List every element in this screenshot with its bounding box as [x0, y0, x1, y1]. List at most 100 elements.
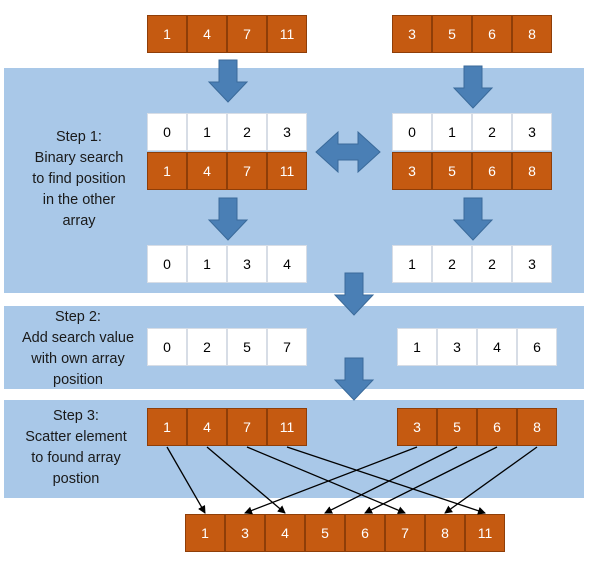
result-cell: 0 [147, 328, 187, 366]
scatter-line [324, 446, 458, 514]
step1-label-line: in the other [42, 192, 116, 208]
result-cell: 1 [392, 245, 432, 283]
step1-label-line: array [62, 213, 96, 229]
down-arrow-icon [452, 65, 494, 109]
step1-label-line: to find position [32, 171, 126, 187]
scatter-line [244, 446, 418, 515]
step2-label-line: Add search value [21, 330, 135, 346]
search-result-a: 0 1 3 4 [147, 245, 307, 283]
output-cell: 11 [465, 514, 505, 552]
scatter-line [206, 446, 286, 514]
array-cell: 6 [472, 152, 512, 190]
scatter-line [364, 446, 498, 514]
result-cell: 3 [227, 245, 267, 283]
index-cell: 1 [187, 113, 227, 151]
scatter-line [166, 446, 206, 514]
step3-label-line: postion [52, 471, 100, 487]
result-cell: 1 [187, 245, 227, 283]
step1-label: Step 1: Binary search to find position i… [10, 127, 148, 232]
array-cell: 11 [267, 15, 307, 53]
result-cell: 0 [147, 245, 187, 283]
array-cell: 7 [227, 15, 267, 53]
result-cell: 3 [512, 245, 552, 283]
result-cell: 3 [437, 328, 477, 366]
scatter-line [246, 446, 406, 514]
search-result-b: 1 2 2 3 [392, 245, 552, 283]
array-cell: 3 [392, 15, 432, 53]
array-cell: 4 [187, 152, 227, 190]
step3-label-line: Step 3: [53, 408, 99, 424]
index-cell: 1 [432, 113, 472, 151]
array-cell: 6 [472, 15, 512, 53]
step1-label-line: Binary search [34, 150, 124, 166]
index-cell: 0 [392, 113, 432, 151]
array-cell: 1 [147, 152, 187, 190]
down-arrow-icon [452, 197, 494, 241]
step3-label: Step 3: Scatter element to found array p… [6, 406, 146, 490]
down-arrow-icon [207, 197, 249, 241]
result-cell: 2 [472, 245, 512, 283]
step2-label-line: with own array [31, 351, 125, 367]
step1-label-line: Step 1: [56, 129, 102, 145]
array-cell: 8 [517, 408, 557, 446]
index-cell: 3 [512, 113, 552, 151]
output-cell: 5 [305, 514, 345, 552]
result-cell: 6 [517, 328, 557, 366]
result-cell: 4 [267, 245, 307, 283]
result-cell: 1 [397, 328, 437, 366]
result-cell: 7 [267, 328, 307, 366]
input-array-a: 1 4 7 11 [147, 15, 307, 53]
values-row-b: 3 5 6 8 [392, 152, 552, 190]
result-cell: 2 [187, 328, 227, 366]
output-cell: 3 [225, 514, 265, 552]
output-cell: 7 [385, 514, 425, 552]
step2-label-line: Step 2: [55, 309, 101, 325]
output-cell: 6 [345, 514, 385, 552]
array-cell: 4 [187, 408, 227, 446]
scatter-source-b: 3 5 6 8 [397, 408, 557, 446]
index-row-b: 0 1 2 3 [392, 113, 552, 151]
array-cell: 4 [187, 15, 227, 53]
index-cell: 0 [147, 113, 187, 151]
index-cell: 3 [267, 113, 307, 151]
sum-result-b: 1 3 4 6 [397, 328, 557, 366]
array-cell: 1 [147, 15, 187, 53]
down-arrow-icon [207, 59, 249, 103]
double-arrow-icon [315, 130, 381, 174]
output-cell: 8 [425, 514, 465, 552]
result-cell: 2 [432, 245, 472, 283]
array-cell: 5 [437, 408, 477, 446]
scatter-line [286, 446, 486, 515]
sum-result-a: 0 2 5 7 [147, 328, 307, 366]
step3-label-line: Scatter element [25, 429, 127, 445]
output-cell: 4 [265, 514, 305, 552]
array-cell: 6 [477, 408, 517, 446]
step2-label: Step 2: Add search value with own array … [4, 307, 152, 391]
step2-label-line: position [53, 372, 103, 388]
array-cell: 8 [512, 152, 552, 190]
array-cell: 11 [267, 408, 307, 446]
index-cell: 2 [472, 113, 512, 151]
index-row-a: 0 1 2 3 [147, 113, 307, 151]
array-cell: 11 [267, 152, 307, 190]
array-cell: 5 [432, 152, 472, 190]
down-arrow-icon [333, 357, 375, 401]
array-cell: 7 [227, 408, 267, 446]
input-array-b: 3 5 6 8 [392, 15, 552, 53]
output-cell: 1 [185, 514, 225, 552]
result-cell: 5 [227, 328, 267, 366]
result-cell: 4 [477, 328, 517, 366]
array-cell: 8 [512, 15, 552, 53]
step3-label-line: to found array [31, 450, 121, 466]
array-cell: 3 [392, 152, 432, 190]
array-cell: 5 [432, 15, 472, 53]
scatter-line [444, 446, 538, 514]
array-cell: 7 [227, 152, 267, 190]
down-arrow-icon [333, 272, 375, 316]
merged-output-array: 1 3 4 5 6 7 8 11 [185, 514, 505, 552]
array-cell: 1 [147, 408, 187, 446]
array-cell: 3 [397, 408, 437, 446]
scatter-source-a: 1 4 7 11 [147, 408, 307, 446]
values-row-a: 1 4 7 11 [147, 152, 307, 190]
